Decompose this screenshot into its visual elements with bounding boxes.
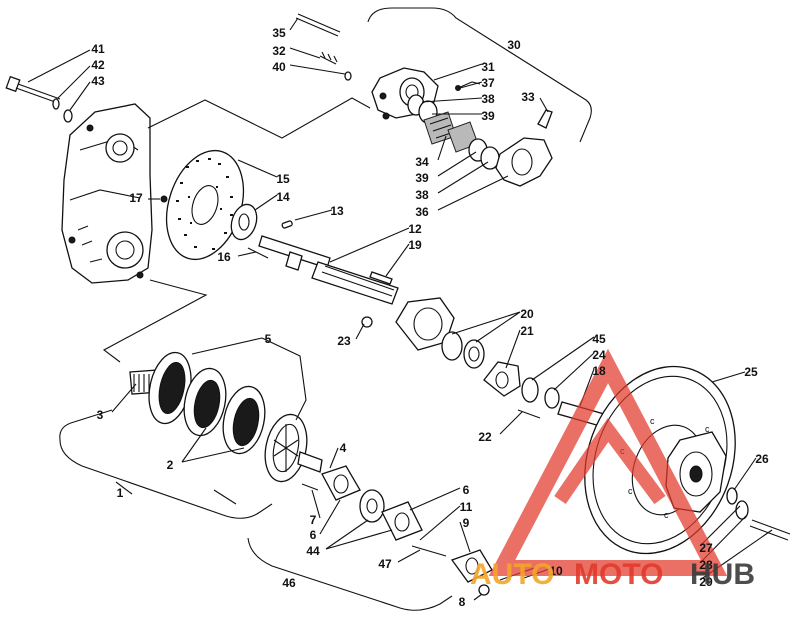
chaincase-housing: [61, 103, 153, 284]
part-label-47: 47: [378, 557, 392, 571]
part-label-43: 43: [91, 74, 105, 88]
part-label-39: 39: [415, 171, 429, 185]
nut-17: [160, 195, 168, 203]
leader-lines: [27, 17, 773, 601]
part-label-16: 16: [217, 250, 231, 264]
part-label-19: 19: [408, 238, 422, 252]
part-label-14: 14: [276, 190, 290, 204]
part-label-7: 7: [310, 513, 317, 527]
watermark-hub: HUB: [690, 558, 755, 591]
drive-shaft: [258, 235, 399, 305]
part-label-39: 39: [481, 109, 495, 123]
part-label-25: 25: [744, 365, 758, 379]
brake-disc: [165, 149, 245, 261]
svg-text:c: c: [650, 416, 655, 426]
part-label-41: 41: [91, 42, 105, 56]
washer-43: [63, 109, 73, 123]
bleeder-33: [537, 109, 553, 129]
bolt-7: [301, 483, 319, 491]
bushing-45: [521, 377, 539, 403]
part-label-15: 15: [276, 172, 290, 186]
part-label-6: 6: [463, 483, 470, 497]
key-19: [369, 271, 393, 285]
part-number-labels: 4142431715141316353240303137383933343938…: [91, 26, 769, 609]
part-label-10: 10: [549, 564, 563, 578]
bearing-flange-4: [321, 465, 361, 501]
washer-42: [52, 98, 60, 110]
key-13: [281, 220, 293, 229]
svg-text:c: c: [705, 424, 710, 434]
watermark-auto: AUTO: [470, 558, 554, 591]
part-label-2: 2: [167, 458, 174, 472]
part-label-42: 42: [91, 58, 105, 72]
nut-8: [478, 584, 490, 596]
svg-text:c: c: [628, 486, 633, 496]
part-label-4: 4: [340, 441, 347, 455]
caliper-housing-36: [495, 137, 553, 187]
bearing-44: [359, 489, 385, 523]
part-label-31: 31: [481, 60, 495, 74]
part-label-8: 8: [459, 595, 466, 609]
washer-26: [726, 487, 738, 505]
part-label-18: 18: [592, 364, 606, 378]
bearing-plate: [395, 297, 455, 351]
flange-21: [483, 361, 521, 397]
watermark-moto: MOTO: [574, 558, 663, 591]
bearing-20a: [441, 331, 463, 361]
part-label-27: 27: [699, 541, 713, 555]
part-label-17: 17: [129, 191, 143, 205]
svg-text:c: c: [664, 510, 669, 520]
part-label-38: 38: [415, 188, 429, 202]
watermark-triangle-logo: [488, 348, 728, 576]
bolt-22: [517, 409, 541, 419]
part-label-1: 1: [117, 486, 124, 500]
driven-sprocket: c c c c c: [584, 365, 736, 555]
part-label-12: 12: [408, 222, 422, 236]
part-label-34: 34: [415, 155, 429, 169]
watermark-text: AUTO MOTO HUB: [470, 558, 755, 591]
part-label-20: 20: [520, 307, 534, 321]
part-label-35: 35: [272, 26, 286, 40]
part-label-36: 36: [415, 205, 429, 219]
part-label-32: 32: [272, 44, 286, 58]
part-label-5: 5: [265, 332, 272, 346]
part-label-40: 40: [272, 60, 286, 74]
part-label-3: 3: [97, 408, 104, 422]
spacer-24: [544, 387, 560, 409]
part-label-44: 44: [306, 544, 320, 558]
part-label-21: 21: [520, 324, 534, 338]
part-label-33: 33: [521, 90, 535, 104]
part-label-46: 46: [282, 576, 296, 590]
disc-hub: [230, 203, 258, 241]
nut-23: [361, 316, 373, 328]
bolt-41: [5, 75, 61, 104]
part-label-30: 30: [507, 38, 521, 52]
part-label-23: 23: [337, 334, 351, 348]
bolt-29: [749, 519, 791, 541]
part-label-13: 13: [330, 204, 344, 218]
part-label-24: 24: [592, 348, 606, 362]
part-label-29: 29: [699, 575, 713, 589]
brake-caliper: [295, 13, 553, 187]
shaft-47: [411, 545, 447, 557]
part-label-37: 37: [481, 76, 495, 90]
part-label-45: 45: [592, 332, 606, 346]
group-brackets: [59, 7, 592, 611]
part-label-22: 22: [478, 430, 492, 444]
part-label-28: 28: [699, 558, 713, 572]
part-label-38: 38: [481, 92, 495, 106]
part-label-9: 9: [463, 516, 470, 530]
bearing-20b: [463, 339, 485, 369]
part-label-26: 26: [755, 452, 769, 466]
part-label-11: 11: [460, 500, 473, 514]
bolt-16: [247, 247, 269, 259]
part-label-6: 6: [310, 528, 317, 542]
gear-shaft-assembly: [129, 351, 323, 483]
